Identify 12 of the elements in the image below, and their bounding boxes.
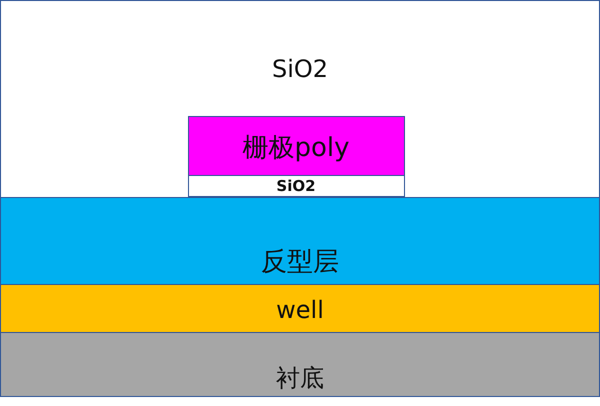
well-layer — [0, 284, 600, 333]
layer-label: SiO2 — [276, 176, 316, 194]
gate-oxide-layer — [188, 174, 404, 196]
layer-label: 反型层 — [261, 246, 339, 279]
layer-label: well — [276, 296, 324, 324]
inversion-layer — [0, 197, 600, 285]
layer-label: SiO2 — [272, 55, 328, 83]
oxide-layer — [0, 0, 600, 198]
layer-label: 栅极poly — [242, 132, 350, 164]
layer-label: 衬底 — [276, 363, 324, 394]
gate-block — [188, 116, 404, 176]
substrate-layer — [0, 332, 600, 397]
